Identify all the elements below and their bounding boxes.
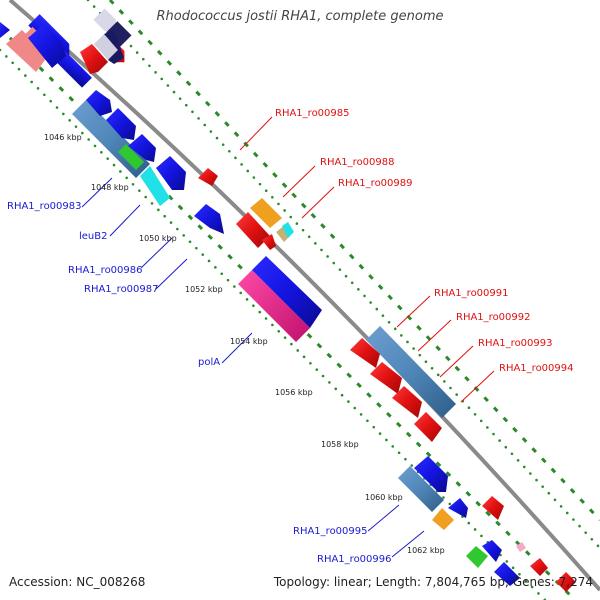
- gene-label-ro00989[interactable]: RHA1_ro00989: [338, 178, 413, 189]
- tick-label: 1060 kbp: [365, 493, 403, 502]
- leader-ro00996: [391, 530, 425, 558]
- leader-ro00986: [140, 237, 173, 269]
- genome-backbone: [8, 0, 600, 592]
- gene-blue-arrow-a: [86, 90, 112, 116]
- leader-ro00983: [81, 177, 113, 208]
- gene-blue-1: [0, 22, 10, 38]
- gene-label-ro00987[interactable]: RHA1_ro00987: [84, 284, 159, 295]
- gene-label-ro00986[interactable]: RHA1_ro00986: [68, 265, 143, 276]
- tick-label: 1058 kbp: [321, 440, 359, 449]
- gene-red-3: [262, 234, 276, 250]
- leader-leuB2: [109, 204, 141, 237]
- gene-red-5: [370, 362, 402, 394]
- leader-ro00987: [155, 258, 188, 290]
- gene-green-leuB2: [118, 144, 144, 170]
- gene-label-leuB2[interactable]: leuB2: [79, 231, 108, 242]
- gene-arrow-navy-topleft: [106, 21, 132, 47]
- gene-steel-3: [398, 466, 444, 512]
- gene-red-6: [392, 386, 422, 418]
- tick-label: 1048 kbp: [91, 183, 129, 192]
- gene-blue-arrow-b: [106, 108, 136, 140]
- gene-blue-arrow-d: [156, 156, 186, 190]
- gene-navy-1: [104, 30, 124, 64]
- gene-pink-polA: [238, 270, 310, 342]
- gene-label-ro00983[interactable]: RHA1_ro00983: [7, 201, 82, 212]
- gene-label-polA[interactable]: polA: [198, 357, 221, 368]
- gene-label-ro00993[interactable]: RHA1_ro00993: [478, 338, 553, 349]
- tick-label: 1062 kbp: [407, 546, 445, 555]
- gene-red-7: [414, 412, 442, 442]
- accession-label: Accession: NC_008268: [9, 575, 146, 589]
- gene-blue-2: [28, 24, 66, 68]
- leader-ro00988: [282, 165, 316, 198]
- gene-red-10: [556, 572, 576, 592]
- gene-label-ro00988[interactable]: RHA1_ro00988: [320, 157, 395, 168]
- gene-label-ro00996[interactable]: RHA1_ro00996: [317, 554, 392, 565]
- gene-label-ro00992[interactable]: RHA1_ro00992: [456, 312, 531, 323]
- leader-ro00994: [460, 370, 495, 403]
- leader-ro00991: [396, 295, 431, 328]
- gene-cyan-2: [282, 222, 294, 238]
- gene-blue-arrow-g: [448, 498, 468, 518]
- gene-orange-2: [432, 508, 454, 530]
- gene-green-2: [466, 546, 488, 568]
- topology-label: Topology: linear; Length: 7,804,765 bp; …: [273, 575, 593, 589]
- gene-orange-1: [250, 198, 282, 228]
- gene-white-1: [94, 34, 118, 60]
- gene-tan-1: [276, 226, 290, 242]
- leader-ro00989: [301, 186, 335, 219]
- leader-ro00992: [417, 319, 452, 352]
- leader-ro00993: [439, 345, 474, 378]
- gene-label-ro00994[interactable]: RHA1_ro00994: [499, 363, 574, 374]
- tick-label: 1056 kbp: [275, 388, 313, 397]
- gene-blue-arrow-c: [128, 134, 156, 162]
- gene-pink-small: [516, 542, 526, 552]
- gene-steel-large-2: [366, 326, 456, 418]
- gene-red-small-1: [198, 168, 218, 186]
- leader-ro00995: [367, 504, 400, 532]
- tick-label: 1054 kbp: [230, 337, 268, 346]
- outer-dotted-track-right: [86, 0, 600, 550]
- gene-blue-arrow-e: [194, 204, 224, 234]
- genome-title: Rhodococcus jostii RHA1, complete genome: [156, 9, 444, 24]
- tick-label: 1046 kbp: [44, 133, 82, 142]
- gene-red-8: [482, 496, 504, 520]
- gene-red-4: [350, 338, 380, 368]
- gene-label-ro00991[interactable]: RHA1_ro00991: [434, 288, 509, 299]
- blue-leader-lines: [81, 177, 425, 558]
- gene-cyan-1: [140, 166, 170, 206]
- gene-red-9: [530, 558, 548, 576]
- red-leader-lines: [239, 116, 495, 403]
- gene-salmon-1: [6, 30, 48, 72]
- gene-red-2: [236, 212, 270, 248]
- inner-dashed-track-left: [0, 26, 577, 600]
- gene-blue-arrow-h: [482, 540, 502, 562]
- gene-arrow-white-topleft: [93, 8, 116, 32]
- gene-label-ro00995[interactable]: RHA1_ro00995: [293, 526, 368, 537]
- tick-label: 1052 kbp: [185, 285, 223, 294]
- tick-label: 1050 kbp: [139, 234, 177, 243]
- outer-dotted-track-left: [0, 48, 547, 600]
- gene-red-1: [80, 44, 108, 74]
- gene-blue-polA: [252, 256, 322, 328]
- leader-ro00985: [239, 116, 273, 151]
- gene-label-ro00985[interactable]: RHA1_ro00985: [275, 108, 350, 119]
- leader-polA: [221, 332, 253, 364]
- gene-blue-arrow-i: [494, 562, 520, 586]
- gene-blue-arrow-f: [414, 456, 448, 492]
